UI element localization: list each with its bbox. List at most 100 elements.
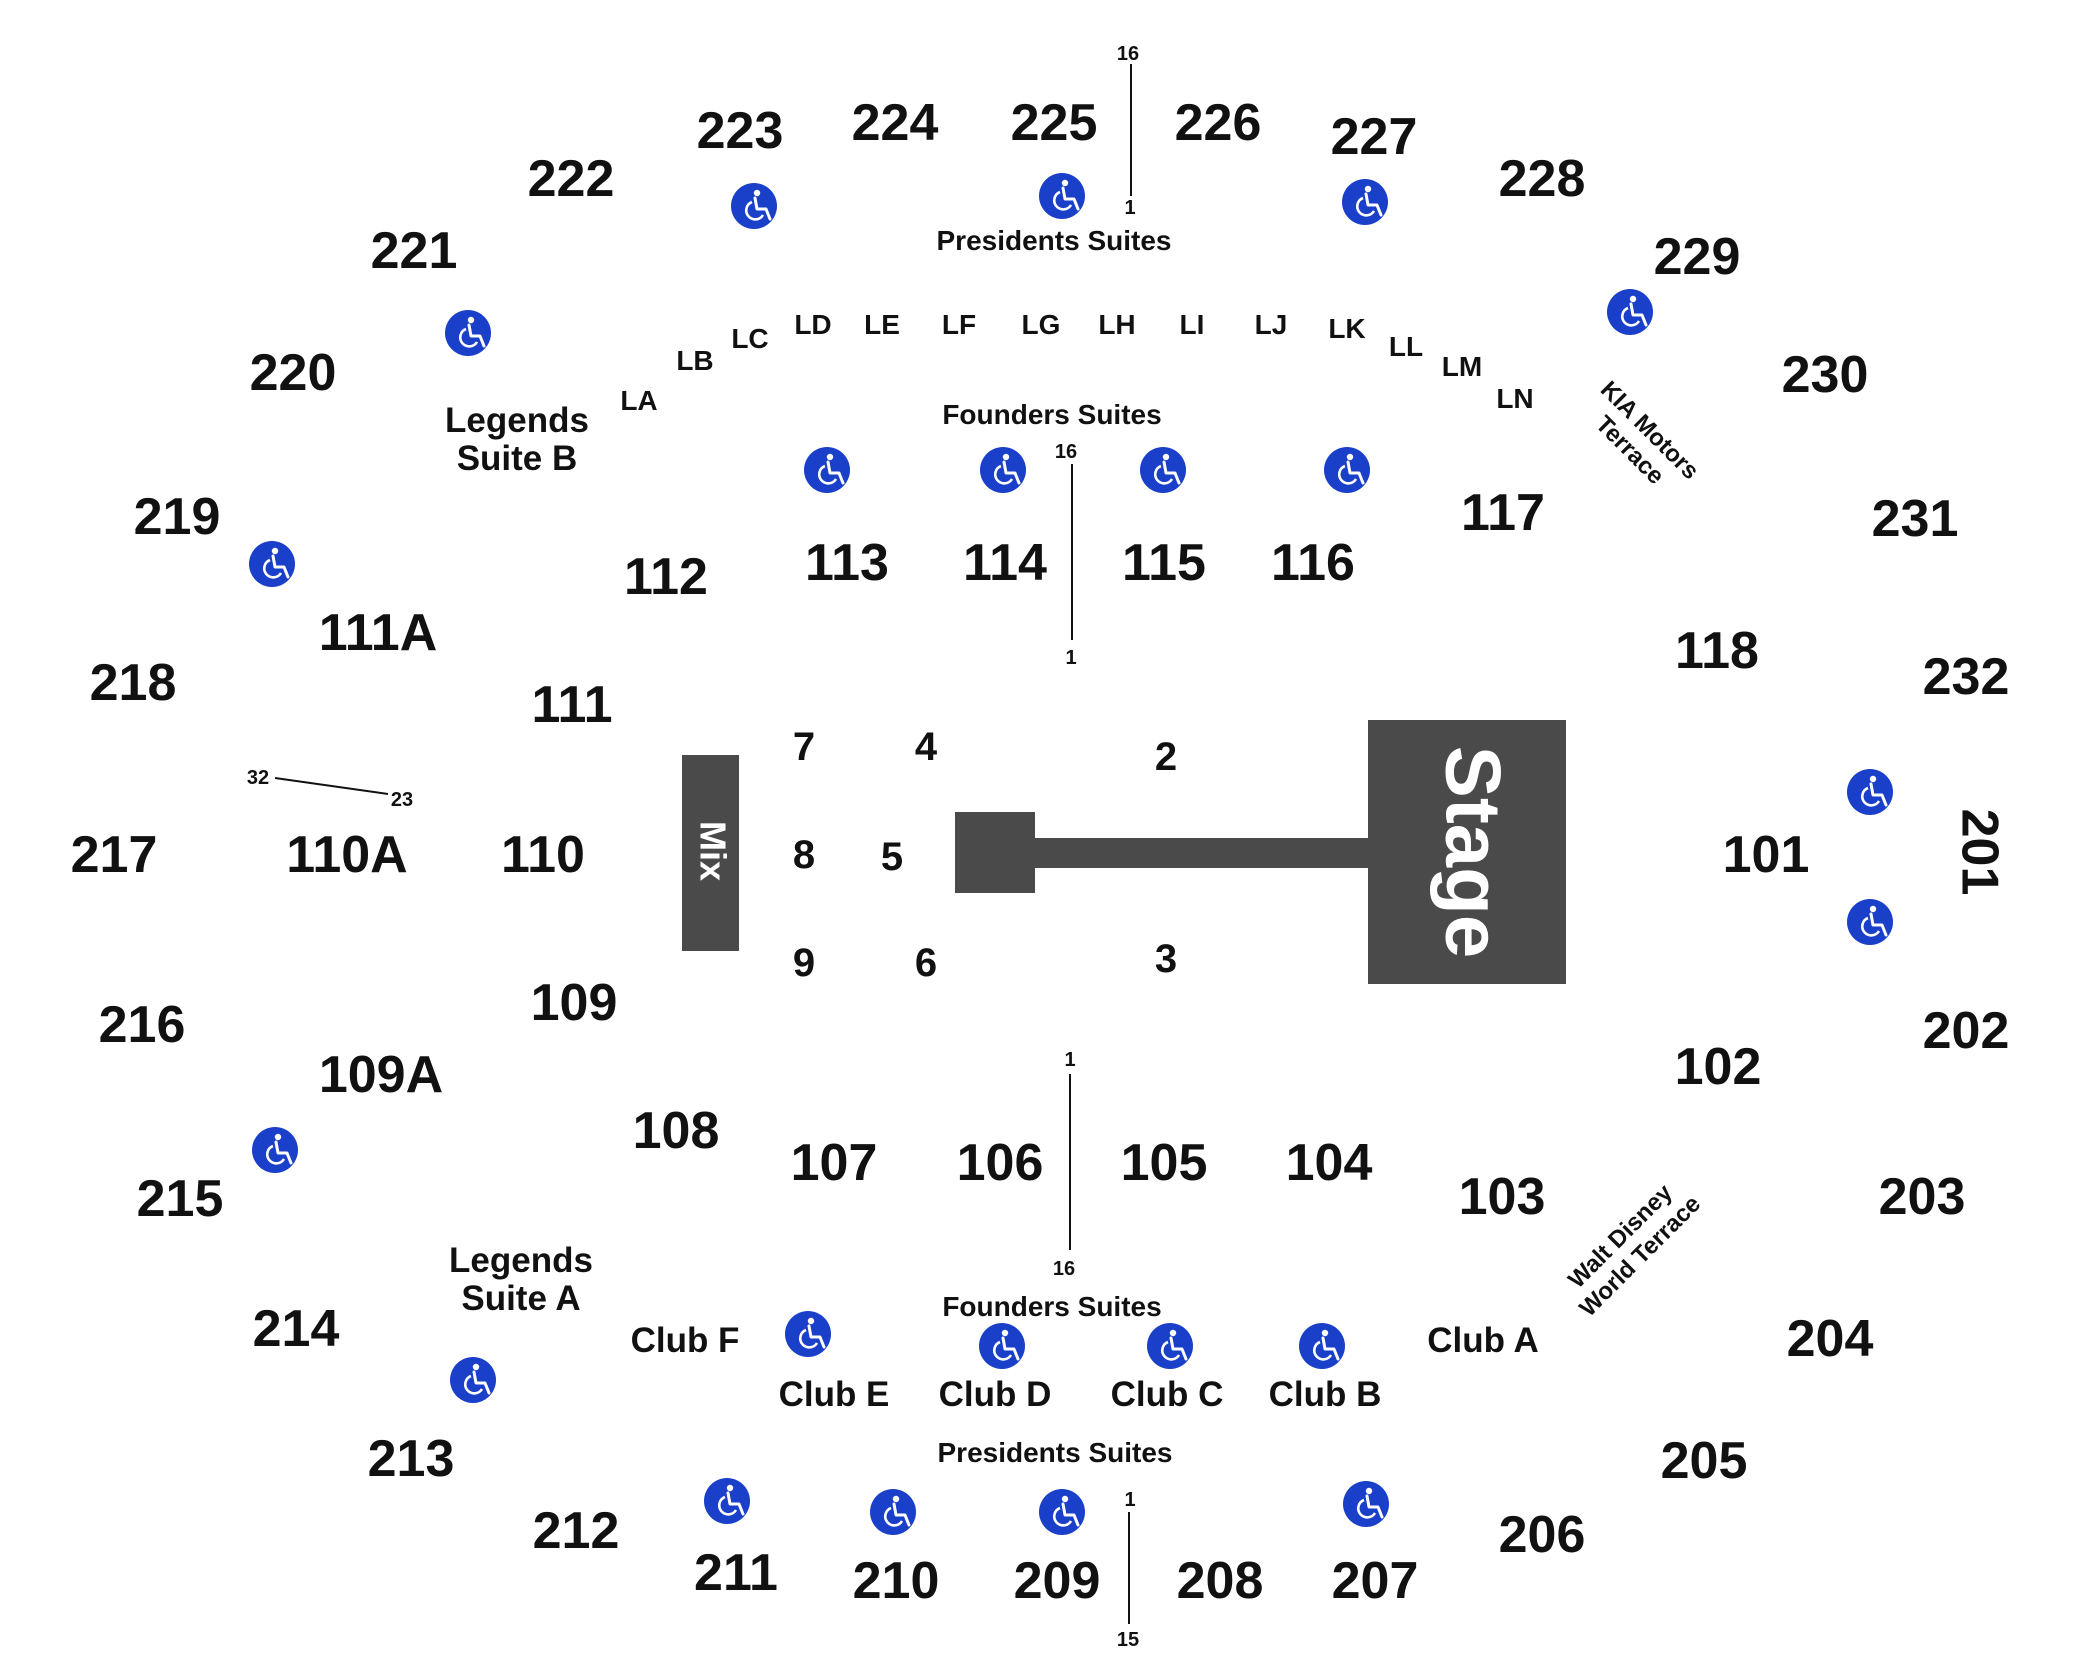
- loge-box-le[interactable]: LE: [864, 309, 900, 340]
- legends-suite-b[interactable]: Legends Suite B: [445, 401, 589, 478]
- section-205[interactable]: 205: [1661, 1432, 1748, 1490]
- section-211[interactable]: 211: [694, 1544, 778, 1602]
- wheelchair-icon[interactable]: [1605, 287, 1655, 337]
- section-103[interactable]: 103: [1459, 1168, 1546, 1226]
- presidents-suites-top[interactable]: Presidents Suites: [937, 225, 1172, 256]
- section-223[interactable]: 223: [697, 102, 784, 160]
- wheelchair-icon[interactable]: [1845, 767, 1895, 817]
- section-220[interactable]: 220: [250, 344, 337, 402]
- wheelchair-icon[interactable]: [802, 445, 852, 495]
- wheelchair-icon[interactable]: [1322, 445, 1372, 495]
- club-f[interactable]: Club F: [631, 1321, 740, 1360]
- section-9[interactable]: 9: [793, 941, 815, 985]
- loge-box-lh[interactable]: LH: [1098, 309, 1135, 340]
- section-218[interactable]: 218: [90, 654, 177, 712]
- stage-area[interactable]: Stage: [955, 720, 1566, 984]
- wheelchair-icon[interactable]: [729, 181, 779, 231]
- section-232[interactable]: 232: [1923, 648, 2010, 706]
- section-102[interactable]: 102: [1675, 1038, 1762, 1096]
- section-108[interactable]: 108: [633, 1102, 720, 1160]
- section-217[interactable]: 217: [71, 826, 158, 884]
- wheelchair-icon[interactable]: [978, 445, 1028, 495]
- section-226[interactable]: 226: [1175, 94, 1262, 152]
- wheelchair-icon[interactable]: [1845, 897, 1895, 947]
- section-104[interactable]: 104: [1286, 1134, 1373, 1192]
- wheelchair-icon[interactable]: [783, 1309, 833, 1359]
- section-101[interactable]: 101: [1723, 826, 1810, 884]
- wheelchair-icon[interactable]: [1145, 1321, 1195, 1371]
- section-113[interactable]: 113: [805, 534, 889, 592]
- section-116[interactable]: 116: [1271, 534, 1355, 592]
- section-221[interactable]: 221: [371, 222, 458, 280]
- walt-disney-world-terrace[interactable]: Walt Disney World Terrace: [1555, 1171, 1706, 1322]
- wheelchair-icon[interactable]: [448, 1355, 498, 1405]
- club-e[interactable]: Club E: [779, 1375, 890, 1414]
- section-214[interactable]: 214: [253, 1300, 340, 1358]
- wheelchair-icon[interactable]: [1037, 171, 1087, 221]
- section-2[interactable]: 2: [1155, 735, 1177, 779]
- section-224[interactable]: 224: [852, 94, 939, 152]
- section-208[interactable]: 208: [1177, 1552, 1264, 1610]
- mix-position[interactable]: Mix: [682, 755, 739, 951]
- section-112[interactable]: 112: [624, 548, 708, 606]
- section-4[interactable]: 4: [915, 725, 938, 769]
- section-8[interactable]: 8: [793, 833, 815, 877]
- section-117[interactable]: 117: [1461, 484, 1545, 542]
- loge-box-lf[interactable]: LF: [942, 309, 976, 340]
- section-110[interactable]: 110: [501, 826, 585, 884]
- loge-box-li[interactable]: LI: [1180, 309, 1205, 340]
- section-109[interactable]: 109: [531, 974, 618, 1032]
- loge-box-ld[interactable]: LD: [794, 309, 831, 340]
- section-115[interactable]: 115: [1122, 534, 1206, 592]
- section-5[interactable]: 5: [881, 835, 903, 879]
- section-110A[interactable]: 110A: [286, 826, 407, 884]
- loge-box-ln[interactable]: LN: [1496, 383, 1533, 414]
- section-216[interactable]: 216: [99, 996, 186, 1054]
- section-225[interactable]: 225: [1011, 94, 1098, 152]
- loge-box-lm[interactable]: LM: [1442, 351, 1482, 382]
- section-231[interactable]: 231: [1872, 490, 1959, 548]
- section-227[interactable]: 227: [1331, 108, 1418, 166]
- loge-box-lk[interactable]: LK: [1328, 313, 1365, 344]
- club-a[interactable]: Club A: [1427, 1321, 1538, 1360]
- stage[interactable]: [1368, 720, 1566, 984]
- section-6[interactable]: 6: [915, 941, 937, 985]
- wheelchair-icon[interactable]: [1138, 445, 1188, 495]
- section-201[interactable]: 201: [1950, 809, 2008, 896]
- section-209[interactable]: 209: [1014, 1552, 1101, 1610]
- wheelchair-icon[interactable]: [250, 1125, 300, 1175]
- section-228[interactable]: 228: [1499, 150, 1586, 208]
- wheelchair-icon[interactable]: [977, 1321, 1027, 1371]
- section-111A[interactable]: 111A: [319, 604, 438, 662]
- section-7[interactable]: 7: [793, 725, 815, 769]
- section-207[interactable]: 207: [1332, 1552, 1419, 1610]
- presidents-suites-bottom[interactable]: Presidents Suites: [938, 1437, 1173, 1468]
- wheelchair-icon[interactable]: [443, 308, 493, 358]
- section-229[interactable]: 229: [1654, 228, 1741, 286]
- section-106[interactable]: 106: [957, 1134, 1044, 1192]
- section-3[interactable]: 3: [1155, 937, 1177, 981]
- loge-box-lb[interactable]: LB: [676, 345, 713, 376]
- section-219[interactable]: 219: [134, 488, 221, 546]
- wheelchair-icon[interactable]: [1297, 1321, 1347, 1371]
- section-215[interactable]: 215: [137, 1170, 224, 1228]
- kia-motors-terrace[interactable]: KIA Motors Terrace: [1575, 376, 1704, 505]
- club-c[interactable]: Club C: [1111, 1375, 1224, 1414]
- wheelchair-icon[interactable]: [702, 1476, 752, 1526]
- loge-box-lj[interactable]: LJ: [1255, 309, 1288, 340]
- founders-suites-bottom[interactable]: Founders Suites: [942, 1291, 1161, 1322]
- wheelchair-icon[interactable]: [868, 1487, 918, 1537]
- loge-box-lg[interactable]: LG: [1022, 309, 1061, 340]
- section-111[interactable]: 111: [531, 676, 612, 734]
- section-109A[interactable]: 109A: [319, 1046, 443, 1104]
- club-d[interactable]: Club D: [939, 1375, 1052, 1414]
- section-212[interactable]: 212: [533, 1502, 620, 1560]
- section-114[interactable]: 114: [963, 534, 1047, 592]
- mix-booth[interactable]: [682, 755, 739, 951]
- section-230[interactable]: 230: [1782, 346, 1869, 404]
- wheelchair-icon[interactable]: [1340, 177, 1390, 227]
- section-107[interactable]: 107: [791, 1134, 878, 1192]
- loge-box-lc[interactable]: LC: [731, 323, 768, 354]
- section-204[interactable]: 204: [1787, 1310, 1874, 1368]
- section-210[interactable]: 210: [853, 1552, 940, 1610]
